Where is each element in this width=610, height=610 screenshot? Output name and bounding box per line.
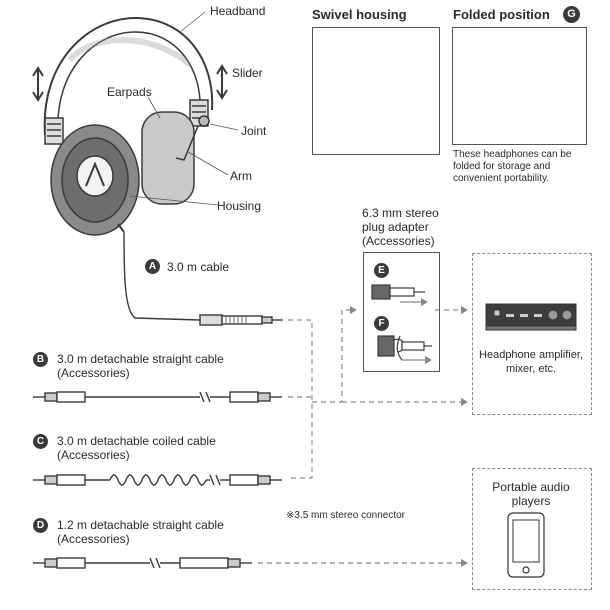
portable-player-illustration xyxy=(507,512,545,578)
badge-e: E xyxy=(374,263,389,278)
swivel-housing-panel xyxy=(312,27,440,155)
cable-a-label: 3.0 m cable xyxy=(167,260,230,274)
headphone-illustration xyxy=(32,16,228,236)
badge-b: B xyxy=(33,352,48,367)
dashed-arrowheads xyxy=(350,306,468,567)
label-slider: Slider xyxy=(232,66,263,80)
adapter-f-illustration xyxy=(377,335,432,364)
label-housing: Housing xyxy=(217,199,262,213)
adapter-e-illustration xyxy=(371,284,428,306)
connector-note: ※3.5 mm stereo connector xyxy=(286,510,405,521)
cable-d xyxy=(33,557,252,569)
cable-d-label: 1.2 m detachable straight cable (Accesso… xyxy=(57,518,224,546)
badge-a: A xyxy=(145,259,160,274)
folded-position-title: Folded position xyxy=(453,7,550,22)
cable-a xyxy=(123,231,283,326)
adapter-title: 6.3 mm stereo plug adapter (Accessories) xyxy=(362,206,439,248)
label-joint: Joint xyxy=(241,124,267,138)
cable-c-label: 3.0 m detachable coiled cable (Accessori… xyxy=(57,434,216,462)
adapter-panel xyxy=(363,252,440,372)
badge-f: F xyxy=(374,316,389,331)
label-arm: Arm xyxy=(230,169,252,183)
amplifier-label: Headphone amplifier, mixer, etc. xyxy=(479,349,583,375)
amplifier-illustration xyxy=(485,303,577,331)
label-headband: Headband xyxy=(210,4,266,18)
badge-d: D xyxy=(33,518,48,533)
portable-player-label: Portable audio players xyxy=(492,480,570,508)
cable-c xyxy=(33,474,282,486)
badge-c: C xyxy=(33,434,48,449)
cable-b xyxy=(33,391,282,403)
amplifier-box xyxy=(472,253,592,415)
swivel-housing-title: Swivel housing xyxy=(312,7,407,22)
label-leaders xyxy=(129,11,239,206)
folded-caption: These headphones can be folded for stora… xyxy=(453,149,572,184)
label-earpads: Earpads xyxy=(107,85,152,99)
badge-g: G xyxy=(563,6,580,23)
portable-player-box xyxy=(472,468,592,590)
cable-b-label: 3.0 m detachable straight cable (Accesso… xyxy=(57,352,224,380)
folded-position-panel xyxy=(452,27,587,145)
